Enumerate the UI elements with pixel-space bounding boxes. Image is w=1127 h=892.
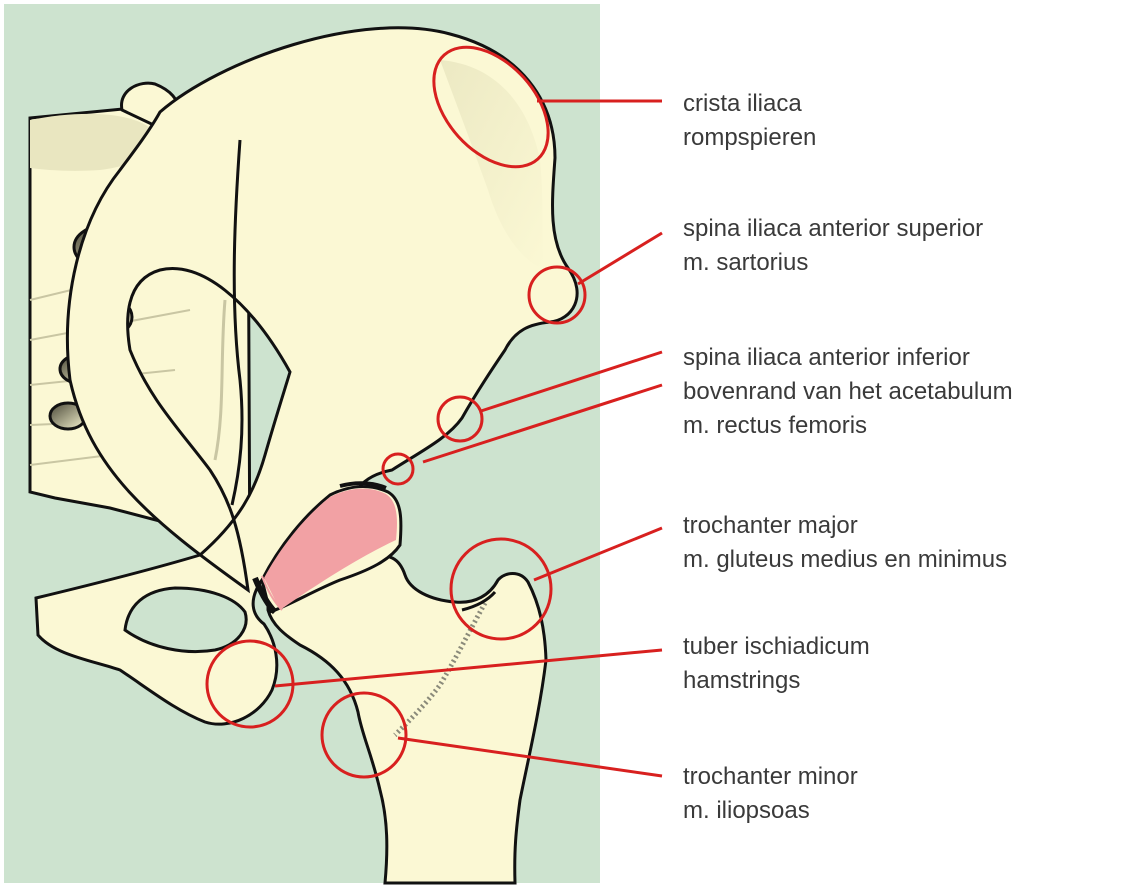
- label-troch-major-line-2: m. gluteus medius en minimus: [683, 543, 1007, 577]
- label-tuber-line-1: tuber ischiadicum: [683, 630, 870, 664]
- label-siai-line-1: spina iliaca anterior inferior: [683, 341, 1013, 375]
- label-spina-iliaca-anterior-superior: spina iliaca anterior superior m. sartor…: [683, 212, 983, 280]
- label-troch-minor-line-1: trochanter minor: [683, 760, 858, 794]
- label-troch-major-line-1: trochanter major: [683, 509, 1007, 543]
- label-trochanter-major: trochanter major m. gluteus medius en mi…: [683, 509, 1007, 577]
- label-tuber-line-2: hamstrings: [683, 664, 870, 698]
- label-siai-line-2: bovenrand van het acetabulum: [683, 375, 1013, 409]
- label-tuber-ischiadicum: tuber ischiadicum hamstrings: [683, 630, 870, 698]
- label-troch-minor-line-2: m. iliopsoas: [683, 794, 858, 828]
- label-sias-line-1: spina iliaca anterior superior: [683, 212, 983, 246]
- label-crista-iliaca-line-2: rompspieren: [683, 121, 816, 155]
- obturator-foramen: [125, 588, 246, 652]
- label-trochanter-minor: trochanter minor m. iliopsoas: [683, 760, 858, 828]
- label-siai-line-3: m. rectus femoris: [683, 409, 1013, 443]
- label-spina-iliaca-anterior-inferior: spina iliaca anterior inferior bovenrand…: [683, 341, 1013, 443]
- label-sias-line-2: m. sartorius: [683, 246, 983, 280]
- label-crista-iliaca: crista iliaca rompspieren: [683, 87, 816, 155]
- label-crista-iliaca-line-1: crista iliaca: [683, 87, 816, 121]
